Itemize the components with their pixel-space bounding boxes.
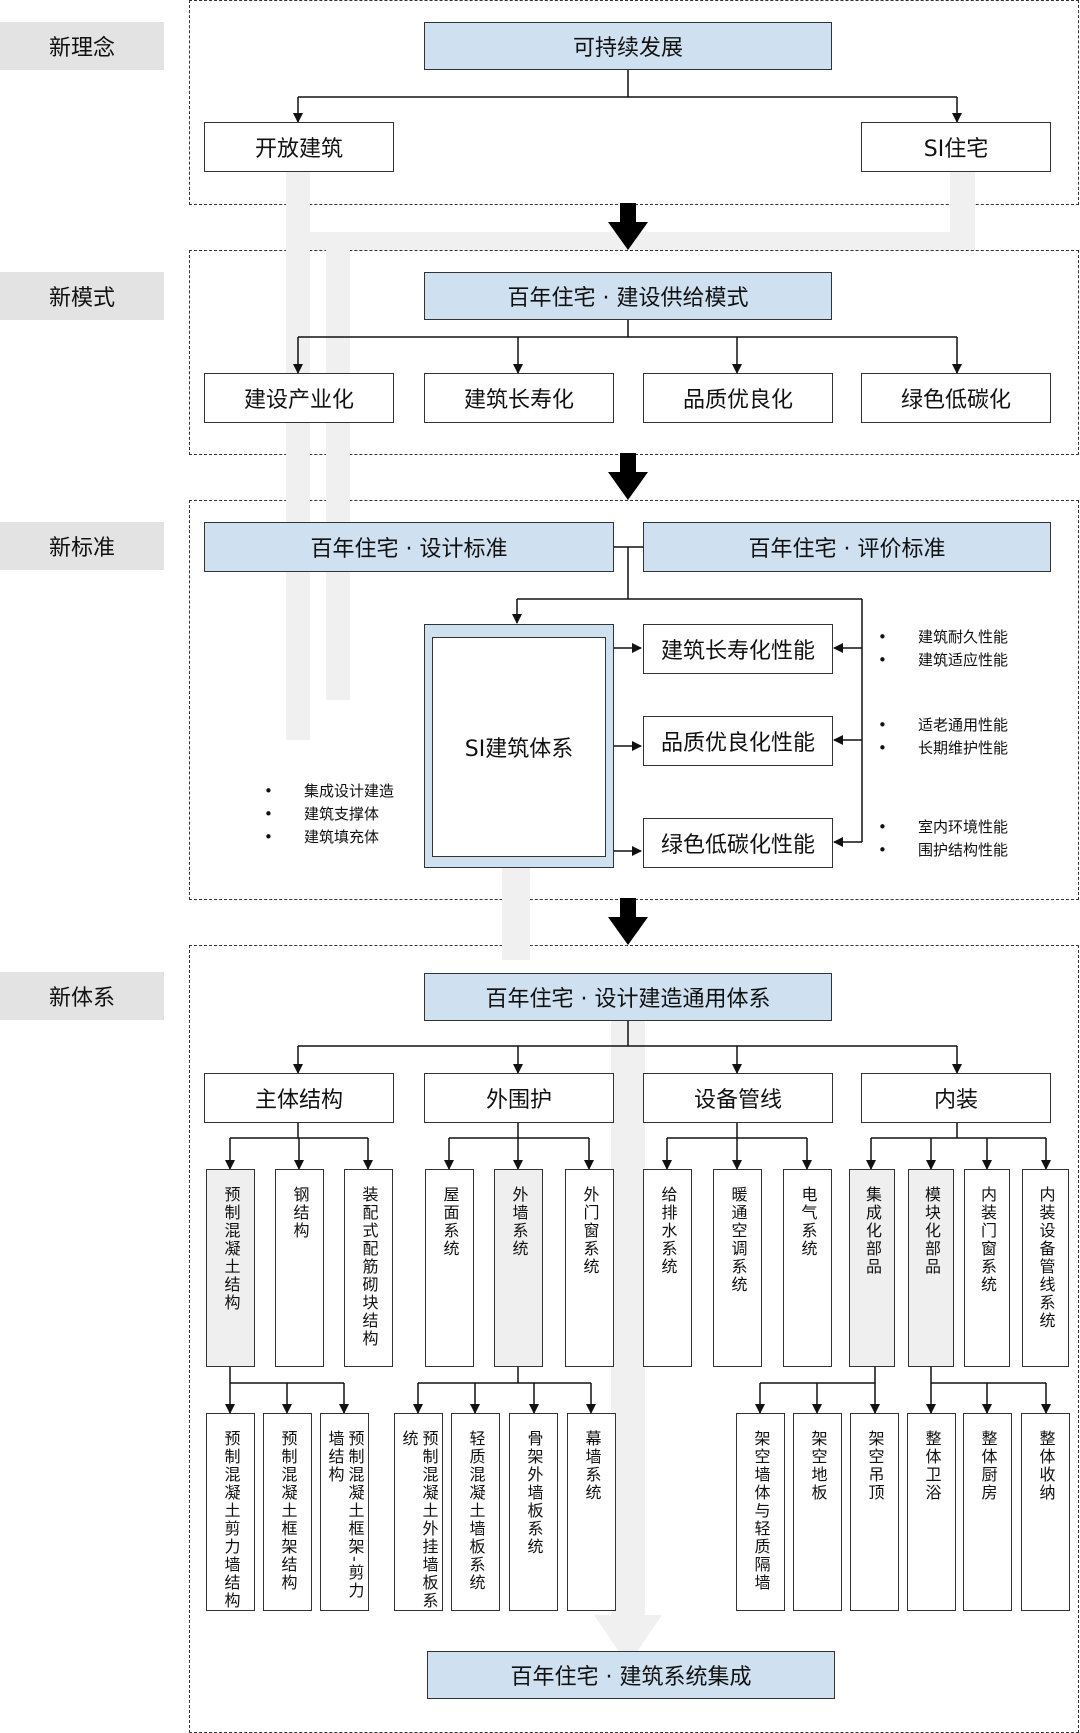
node-label: 预制混凝土结构 [221,1186,241,1312]
node-integrated-kitchen: 整体厨房 [963,1413,1012,1611]
node-industrialization: 建设产业化 [204,373,394,423]
bullet-item: 室内环境性能 [876,816,1008,839]
node-label: 钢结构 [290,1186,310,1240]
node-sustainable-development: 可持续发展 [424,22,832,70]
node-lightweight-wall-panel: 轻质混凝土墙板系统 [451,1413,500,1611]
node-open-building: 开放建筑 [204,122,394,172]
node-curtain-wall: 幕墙系统 [567,1413,616,1611]
node-label: 暖通空调系统 [728,1186,748,1294]
node-exterior-window-system: 外门窗系统 [565,1169,614,1367]
node-design-standard: 百年住宅 · 设计标准 [204,522,614,572]
node-envelope: 外围护 [424,1073,614,1123]
bullet-item: 建筑填充体 [262,826,394,849]
node-label: 架空墙体与轻质隔墙 [751,1430,771,1592]
node-label: 屋面系统 [440,1186,460,1258]
bullet-item: 建筑耐久性能 [876,626,1008,649]
node-label: 外墙系统 [509,1186,529,1258]
node-quality: 品质优良化 [643,373,833,423]
node-label: 集成化部品 [863,1186,882,1276]
section-flow-arrows [608,203,648,945]
bullet-item: 适老通用性能 [876,714,1008,737]
node-equipment-pipeline: 设备管线 [643,1073,833,1123]
node-low-carbon: 绿色低碳化 [861,373,1051,423]
node-label: 装配式配筋砌块结构 [359,1186,379,1348]
perf-bullet-list-3: 室内环境性能 围护结构性能 [876,816,1008,862]
node-plumbing-system: 给排水系统 [643,1169,692,1367]
bullet-item: 建筑适应性能 [876,649,1008,672]
node-quality-performance: 品质优良化性能 [643,716,833,766]
node-hvac-system: 暖通空调系统 [713,1169,762,1367]
node-si-housing: SI住宅 [861,122,1051,172]
node-low-carbon-performance: 绿色低碳化性能 [643,818,833,868]
node-label: 骨架外墙板系统 [524,1430,544,1556]
node-label: 架空吊顶 [865,1430,885,1502]
node-precast-frame: 预制混凝土框架结构 [263,1413,312,1611]
node-longevity-performance: 建筑长寿化性能 [643,624,833,674]
node-interior-window-system: 内装门窗系统 [964,1169,1010,1367]
node-label: 内装门窗系统 [978,1186,997,1294]
node-raised-floor: 架空地板 [793,1413,842,1611]
node-integrated-storage: 整体收纳 [1021,1413,1070,1611]
bullet-item: 围护结构性能 [876,839,1008,862]
perf-bullet-list-1: 建筑耐久性能 建筑适应性能 [876,626,1008,672]
node-precast-shear-wall: 预制混凝土剪力墙结构 [206,1413,255,1611]
node-evaluation-standard: 百年住宅 · 评价标准 [643,522,1051,572]
node-interior-pipeline-system: 内装设备管线系统 [1022,1169,1069,1367]
node-modular-parts: 模块化部品 [908,1169,954,1367]
node-integrated-bathroom: 整体卫浴 [907,1413,956,1611]
node-longevity: 建筑长寿化 [424,373,614,423]
bullet-item: 长期维护性能 [876,737,1008,760]
node-steel-structure: 钢结构 [275,1169,324,1367]
node-precast-cladding-panel: 预制混凝土外挂墙板系统 [394,1413,443,1611]
node-label: 整体厨房 [978,1430,998,1502]
si-bullet-list: 集成设计建造 建筑支撑体 建筑填充体 [262,780,394,849]
node-general-system: 百年住宅 · 设计建造通用体系 [424,973,832,1021]
perf-bullet-list-2: 适老通用性能 长期维护性能 [876,714,1008,760]
section-label-new-concept: 新理念 [0,22,164,70]
node-label: 预制混凝土外挂墙板系统 [399,1430,439,1610]
node-si-system: SI建筑体系 [432,637,606,857]
node-label: 整体收纳 [1036,1430,1056,1502]
node-system-integration: 百年住宅 · 建筑系统集成 [427,1651,835,1699]
node-label: 给排水系统 [658,1186,678,1276]
node-label: 模块化部品 [922,1186,941,1276]
node-label: 内装设备管线系统 [1036,1186,1056,1330]
node-precast-frame-shear-wall: 预制混凝土框架-剪力墙结构 [320,1413,369,1611]
node-precast-concrete-structure: 预制混凝土结构 [206,1169,255,1367]
node-electrical-system: 电气系统 [783,1169,832,1367]
node-label: 电气系统 [798,1186,818,1258]
node-label: 预制混凝土框架-剪力墙结构 [325,1430,365,1600]
node-raised-wall-partition: 架空墙体与轻质隔墙 [736,1413,785,1611]
node-label: 轻质混凝土墙板系统 [466,1430,486,1592]
node-integrated-parts: 集成化部品 [849,1169,895,1367]
section-label-new-system: 新体系 [0,972,164,1020]
node-label: 架空地板 [808,1430,828,1502]
node-supply-mode: 百年住宅 · 建设供给模式 [424,272,832,320]
node-interior: 内装 [861,1073,1051,1123]
node-label: 预制混凝土剪力墙结构 [221,1430,241,1610]
node-main-structure: 主体结构 [204,1073,394,1123]
node-label: 预制混凝土框架结构 [278,1430,298,1592]
node-label: 整体卫浴 [922,1430,942,1502]
node-label: 外门窗系统 [580,1186,600,1276]
node-frame-wall-panel: 骨架外墙板系统 [509,1413,558,1611]
node-suspended-ceiling: 架空吊顶 [850,1413,899,1611]
node-label: 幕墙系统 [582,1430,602,1502]
node-roof-system: 屋面系统 [425,1169,474,1367]
section-label-new-standard: 新标准 [0,522,164,570]
node-exterior-wall-system: 外墙系统 [494,1169,543,1367]
node-masonry-structure: 装配式配筋砌块结构 [344,1169,393,1367]
bullet-item: 集成设计建造 [262,780,394,803]
bullet-item: 建筑支撑体 [262,803,394,826]
section-label-new-mode: 新模式 [0,272,164,320]
